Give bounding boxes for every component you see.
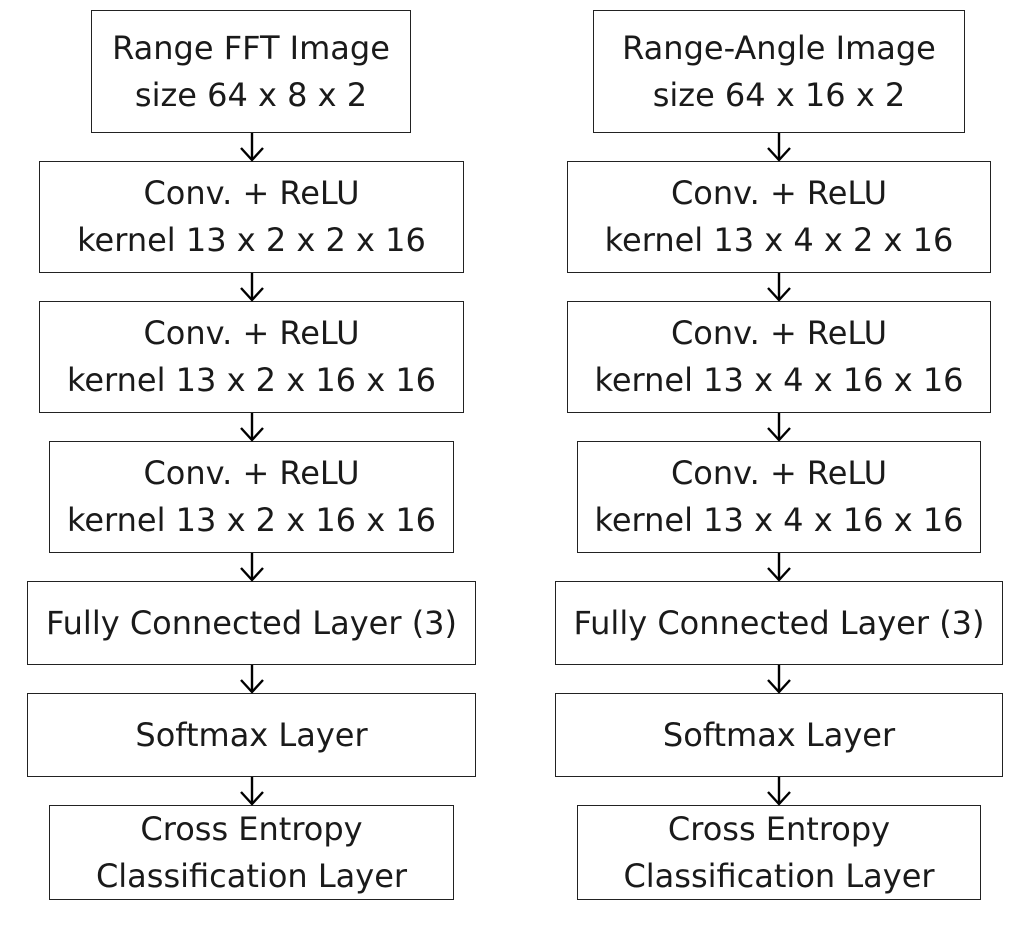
right-arrow-conv3-to-fc: [767, 553, 791, 582]
right-output-title: Cross Entropy: [667, 809, 891, 848]
left-arrow-fc-to-softmax: [240, 665, 264, 694]
left-conv2-box: Conv. + ReLU kernel 13 x 2 x 16 x 16: [39, 301, 464, 413]
left-conv3-kernel: kernel 13 x 2 x 16 x 16: [66, 501, 437, 539]
right-conv3-title: Conv. + ReLU: [670, 454, 888, 492]
right-fc-box: Fully Connected Layer (3): [555, 581, 1003, 665]
right-arrow-conv2-to-conv3: [767, 413, 791, 442]
right-conv3-kernel: kernel 13 x 4 x 16 x 16: [594, 501, 964, 539]
right-conv2-box: Conv. + ReLU kernel 13 x 4 x 16 x 16: [567, 301, 991, 413]
left-output-box: Cross Entropy Classification Layer: [49, 805, 454, 900]
left-conv1-box: Conv. + ReLU kernel 13 x 2 x 2 x 16: [39, 161, 464, 273]
left-conv1-kernel: kernel 13 x 2 x 2 x 16: [77, 221, 426, 259]
right-conv1-kernel: kernel 13 x 4 x 2 x 16: [604, 221, 954, 259]
left-conv3-title: Conv. + ReLU: [143, 454, 360, 492]
right-input-box: Range-Angle Image size 64 x 16 x 2: [593, 10, 965, 133]
left-conv2-title: Conv. + ReLU: [143, 314, 360, 352]
left-input-box: Range FFT Image size 64 x 8 x 2: [91, 10, 411, 133]
right-conv2-title: Conv. + ReLU: [670, 314, 888, 352]
left-arrow-conv2-to-conv3: [240, 413, 264, 442]
left-input-title: Range FFT Image: [112, 28, 390, 67]
right-conv3-box: Conv. + ReLU kernel 13 x 4 x 16 x 16: [577, 441, 981, 553]
right-input-title: Range-Angle Image: [622, 28, 936, 67]
left-input-size: size 64 x 8 x 2: [134, 75, 368, 114]
left-arrow-softmax-to-output: [240, 777, 264, 806]
left-conv3-box: Conv. + ReLU kernel 13 x 2 x 16 x 16: [49, 441, 454, 553]
left-output-subtitle: Classification Layer: [95, 856, 408, 895]
left-output-title: Cross Entropy: [140, 809, 363, 848]
left-fc-label: Fully Connected Layer (3): [45, 603, 458, 642]
right-arrow-input-to-conv1: [767, 133, 791, 162]
right-conv2-kernel: kernel 13 x 4 x 16 x 16: [594, 361, 964, 399]
left-conv2-kernel: kernel 13 x 2 x 16 x 16: [66, 361, 437, 399]
right-input-size: size 64 x 16 x 2: [652, 75, 906, 114]
left-softmax-box: Softmax Layer: [27, 693, 476, 777]
right-arrow-softmax-to-output: [767, 777, 791, 806]
left-arrow-conv1-to-conv2: [240, 273, 264, 302]
left-arrow-conv3-to-fc: [240, 553, 264, 582]
right-output-subtitle: Classification Layer: [623, 856, 935, 895]
right-softmax-label: Softmax Layer: [662, 715, 896, 754]
right-conv1-box: Conv. + ReLU kernel 13 x 4 x 2 x 16: [567, 161, 991, 273]
left-conv1-title: Conv. + ReLU: [143, 174, 360, 212]
right-softmax-box: Softmax Layer: [555, 693, 1003, 777]
right-output-box: Cross Entropy Classification Layer: [577, 805, 981, 900]
right-arrow-conv1-to-conv2: [767, 273, 791, 302]
right-arrow-fc-to-softmax: [767, 665, 791, 694]
left-softmax-label: Softmax Layer: [135, 715, 368, 754]
left-fc-box: Fully Connected Layer (3): [27, 581, 476, 665]
left-arrow-input-to-conv1: [240, 133, 264, 162]
right-conv1-title: Conv. + ReLU: [670, 174, 888, 212]
right-fc-label: Fully Connected Layer (3): [573, 603, 985, 642]
